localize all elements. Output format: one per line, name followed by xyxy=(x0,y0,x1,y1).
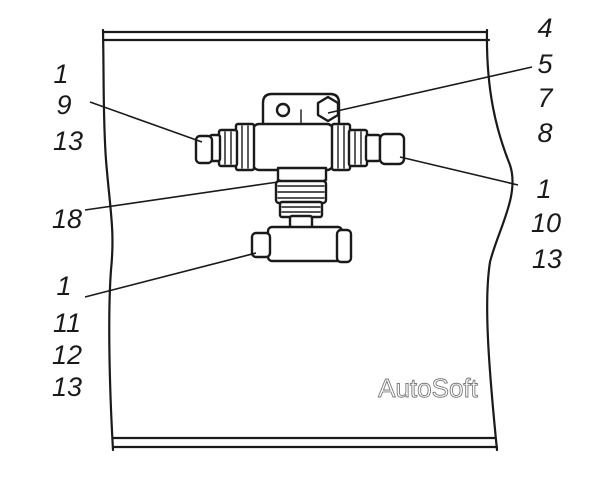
callout-number: 1 xyxy=(536,174,551,204)
callout-number: 13 xyxy=(53,126,83,156)
callout-number: 12 xyxy=(52,340,82,370)
callout-number: 9 xyxy=(56,90,71,120)
callout-number: 18 xyxy=(52,204,82,234)
callout-number: 11 xyxy=(53,308,81,338)
callout-number: 5 xyxy=(537,49,553,79)
tee-body xyxy=(251,122,335,188)
callout-number: 7 xyxy=(537,83,553,113)
callout-number: 13 xyxy=(532,244,562,274)
leader-lines xyxy=(84,66,533,298)
callout-group-left-top: 1 9 13 xyxy=(53,59,83,156)
frame-panel xyxy=(101,28,514,452)
down-fitting xyxy=(274,179,328,230)
callout-number: 13 xyxy=(52,372,82,402)
callout-number: 10 xyxy=(531,208,561,238)
callout-number: 1 xyxy=(53,59,68,89)
callout-group-left-middle: 18 xyxy=(52,204,82,234)
right-fitting xyxy=(330,122,406,172)
callout-number: 8 xyxy=(537,118,552,148)
watermark: AutoSoft xyxy=(378,373,479,403)
callout-group-left-bottom: 1 11 12 13 xyxy=(52,271,82,402)
mounting-bracket xyxy=(261,92,341,131)
lower-tee xyxy=(250,225,353,264)
callout-number: 1 xyxy=(56,271,71,301)
left-fitting xyxy=(194,122,256,172)
callout-group-right-bottom: 1 10 13 xyxy=(531,174,562,274)
callout-number: 4 xyxy=(537,13,552,43)
callout-group-right-top: 4 5 7 8 xyxy=(537,13,553,148)
